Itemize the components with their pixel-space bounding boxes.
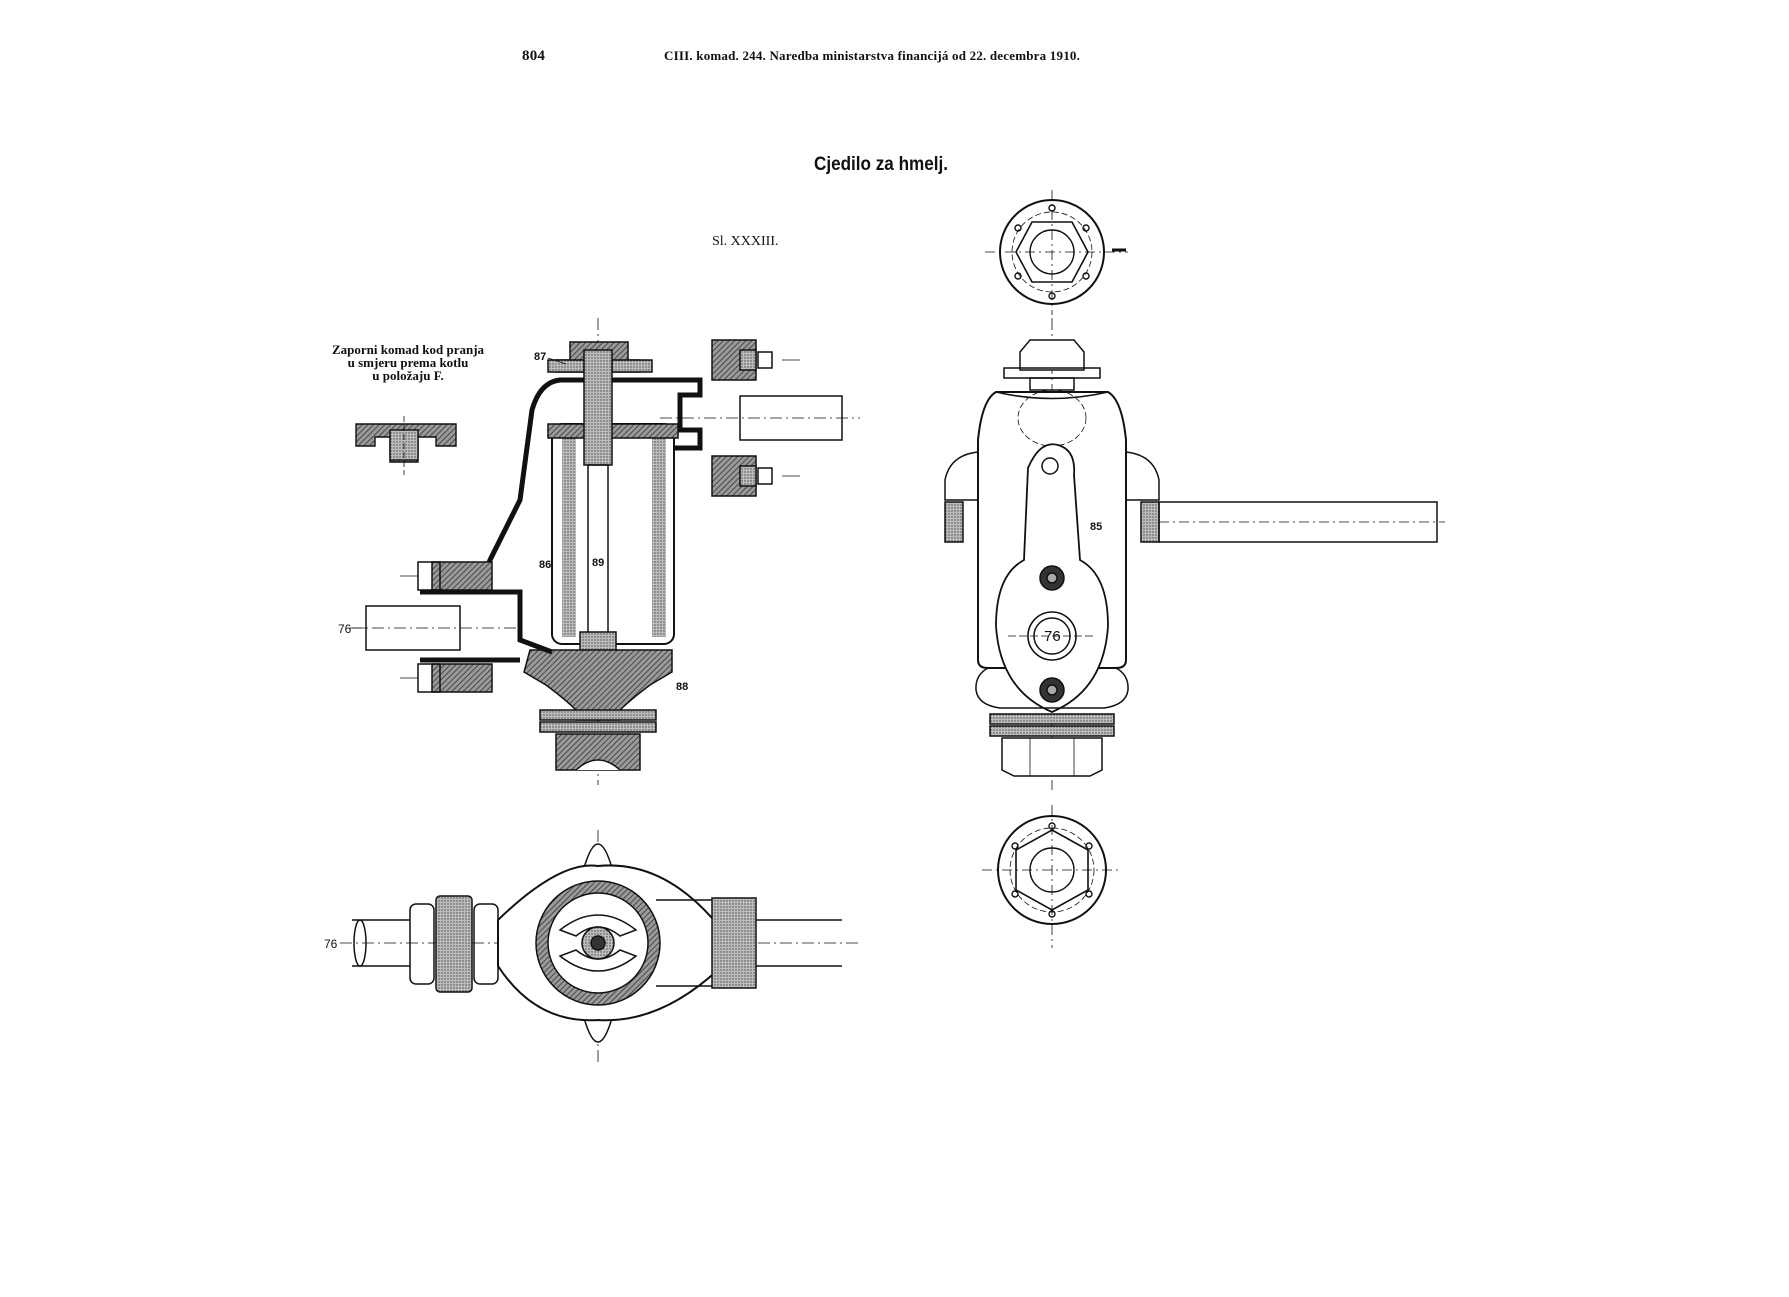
label-76-section: 76	[338, 622, 352, 636]
label-86: 86	[539, 559, 551, 571]
section-view	[350, 318, 860, 785]
elevation-view	[944, 318, 1445, 790]
caption-line-3: u položaju F.	[372, 368, 444, 383]
figure-label: Sl. XXXIII.	[712, 234, 779, 249]
label-88: 88	[676, 681, 688, 693]
shutoff-piece-detail	[355, 416, 457, 475]
label-76-plan: 76	[324, 937, 338, 951]
detail-caption: Zaporni komad kod pranja u smjeru prema …	[318, 343, 498, 382]
running-head: CIII. komad. 244. Naredba ministarstva f…	[664, 48, 1081, 63]
bottom-flange-view	[982, 805, 1122, 948]
drawing-title: Cjedilo za hmelj.	[814, 154, 948, 175]
label-89: 89	[592, 557, 604, 569]
label-85: 85	[1090, 521, 1102, 533]
label-76-side: 76	[1044, 628, 1061, 645]
label-87: 87	[534, 351, 546, 363]
caption-line-2: u smjeru prema kotlu	[347, 355, 469, 370]
caption-line-1: Zaporni komad kod pranja	[331, 342, 485, 357]
top-flange-view	[985, 190, 1128, 315]
plan-view	[340, 830, 860, 1065]
page-number: 804	[522, 48, 546, 64]
